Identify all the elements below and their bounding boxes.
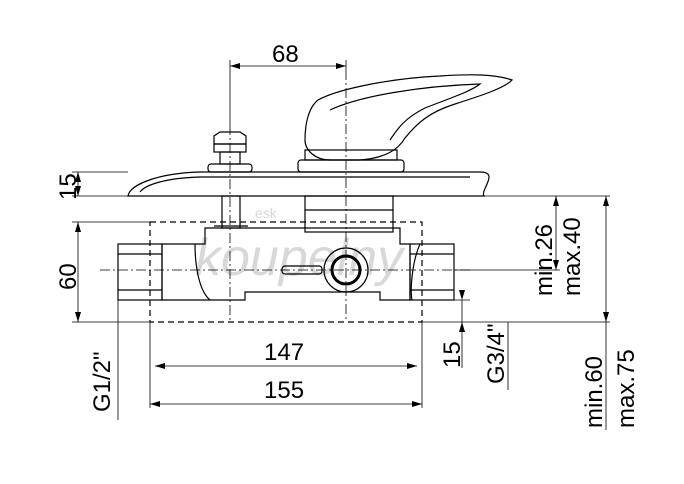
dim-total-min: min.60	[581, 356, 608, 428]
watermark-main: koupelny	[195, 229, 406, 287]
dim-depth-max: max.40	[559, 217, 586, 296]
dim-inlet-thread: G1/2"	[89, 351, 116, 412]
escutcheon-plate	[127, 171, 490, 197]
dim-inner-width: 147	[264, 339, 304, 366]
escutcheon-plate-rim	[139, 176, 470, 193]
dim-body-height: 60	[55, 263, 82, 290]
lever-base	[297, 159, 405, 173]
mixer-lever	[304, 74, 514, 161]
dim-top-width: 68	[272, 41, 299, 68]
mixer-lever-highlight	[329, 83, 482, 141]
dim-plate-thickness: 15	[55, 173, 82, 200]
diverter-shaft	[221, 195, 241, 229]
dim-rear-offset: 15	[439, 341, 466, 368]
dim-total-max: max.75	[613, 349, 640, 428]
housing-outline	[149, 221, 423, 323]
dim-depth-min: min.26	[531, 224, 558, 296]
cartridge-housing	[304, 195, 394, 233]
dim-outer-width: 155	[264, 377, 304, 404]
mixer-body	[161, 227, 411, 301]
left-inlet	[117, 243, 163, 301]
watermark-top: esk	[255, 205, 278, 221]
dim-outlet-thread: G3/4"	[483, 323, 510, 384]
